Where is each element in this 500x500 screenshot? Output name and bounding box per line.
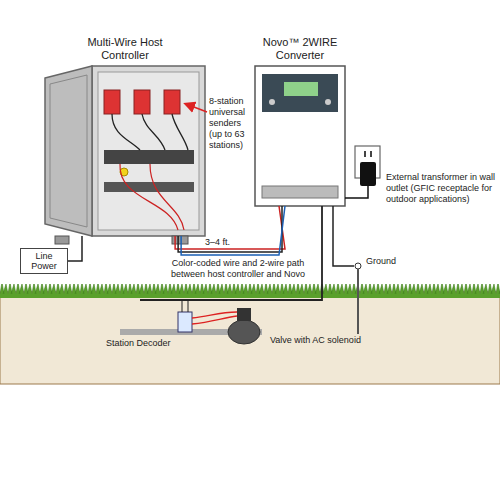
grass-base bbox=[0, 294, 500, 298]
device-heading: Multi-Wire Host Controller bbox=[79, 36, 171, 62]
callout-label: Ground bbox=[366, 256, 416, 267]
wire-connector bbox=[68, 236, 82, 261]
device-node: Novo™ 2WIRE Converter bbox=[255, 36, 345, 206]
leader-arrow bbox=[186, 104, 207, 112]
two-wire-path bbox=[140, 206, 322, 300]
device-heading: Novo™ 2WIRE Converter bbox=[255, 36, 345, 62]
callout-label: 8-station universal senders (up to 63 st… bbox=[209, 96, 255, 151]
converter-box bbox=[255, 66, 345, 206]
soil bbox=[0, 292, 500, 384]
callout-label: 3–4 ft. bbox=[205, 237, 255, 248]
callout-label: Valve with AC solenoid bbox=[270, 335, 390, 346]
callout-label: Color-coded wire and 2-wire path between… bbox=[160, 258, 316, 280]
power-box: Line Power bbox=[20, 248, 68, 274]
box-label: Line Power bbox=[24, 251, 64, 271]
ground-rod bbox=[333, 206, 361, 334]
callout-label: Station Decoder bbox=[106, 338, 182, 349]
callout-label: External transformer in wall outlet (GFI… bbox=[386, 172, 496, 205]
wire-connector bbox=[175, 206, 285, 255]
device-node: Multi-Wire Host Controller bbox=[42, 36, 208, 236]
host-controller-cabinet bbox=[45, 66, 205, 244]
grass bbox=[0, 284, 500, 298]
valve bbox=[228, 308, 260, 344]
wall-outlet bbox=[345, 146, 380, 198]
station-decoder bbox=[178, 300, 237, 332]
